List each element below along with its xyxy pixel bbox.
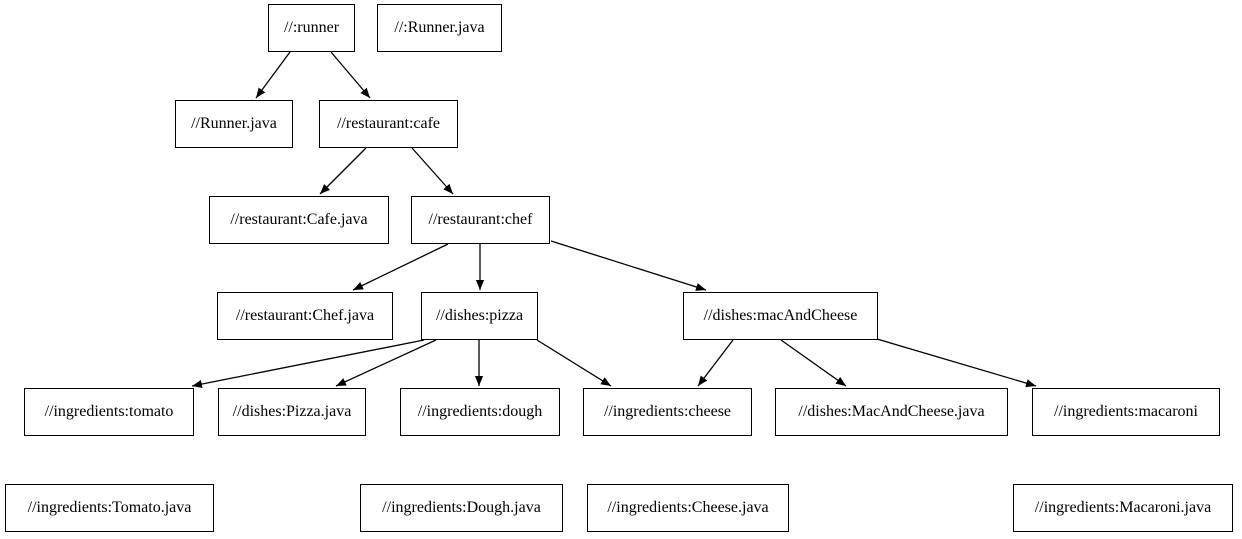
node-pizza: //dishes:pizza — [421, 292, 538, 340]
node-runner-java: //Runner.java — [175, 100, 293, 148]
node-label-dough: //ingredients:dough — [417, 403, 543, 420]
node-cafe: //restaurant:cafe — [319, 100, 458, 148]
node-label-tomato: //ingredients:tomato — [44, 403, 174, 420]
node-label-macaroni: //ingredients:macaroni — [1054, 403, 1198, 420]
node-dough-java: //ingredients:Dough.java — [360, 484, 563, 532]
node-label-runner-java: //Runner.java — [191, 115, 277, 132]
edge-runner-to-cafe — [330, 51, 371, 99]
node-tomato-java: //ingredients:Tomato.java — [5, 484, 214, 532]
edge-mac-and-cheese-to-mac-and-cheese-java — [780, 339, 847, 387]
node-label-mac-and-cheese-java: //dishes:MacAndCheese.java — [798, 403, 985, 420]
node-label-tomato-java: //ingredients:Tomato.java — [27, 499, 192, 516]
node-label-cheese: //ingredients:cheese — [603, 403, 732, 420]
node-pizza-java: //dishes:Pizza.java — [218, 388, 366, 436]
node-dough: //ingredients:dough — [400, 388, 560, 436]
node-label-cafe-java: //restaurant:Cafe.java — [230, 211, 368, 228]
node-label-pizza: //dishes:pizza — [435, 307, 524, 324]
edge-pizza-to-pizza-java — [335, 339, 437, 387]
edge-cafe-to-cafe-java — [319, 147, 367, 195]
edge-mac-and-cheese-to-cheese — [697, 339, 734, 387]
node-macaroni-java: //ingredients:Macaroni.java — [1013, 484, 1233, 532]
node-label-cheese-java: //ingredients:Cheese.java — [607, 499, 769, 516]
node-label-cafe: //restaurant:cafe — [336, 115, 441, 132]
edge-runner-to-runner-java — [255, 51, 291, 99]
node-cafe-java: //restaurant:Cafe.java — [209, 196, 389, 244]
edge-cafe-to-chef — [411, 147, 454, 195]
node-label-dough-java: //ingredients:Dough.java — [382, 499, 541, 516]
node-label-chef: //restaurant:chef — [428, 211, 533, 228]
node-runner-java-root: //:Runner.java — [377, 4, 502, 52]
edge-pizza-to-cheese — [536, 339, 612, 387]
edge-chef-to-mac-and-cheese — [550, 240, 707, 291]
edge-mac-and-cheese-to-macaroni — [876, 338, 1037, 388]
edge-chef-to-chef-java — [352, 243, 449, 291]
node-cheese: //ingredients:cheese — [583, 388, 752, 436]
node-chef-java: //restaurant:Chef.java — [217, 292, 393, 340]
node-label-runner-java-root: //:Runner.java — [394, 19, 485, 36]
node-mac-and-cheese-java: //dishes:MacAndCheese.java — [775, 388, 1008, 436]
node-chef: //restaurant:chef — [411, 196, 550, 244]
node-label-macaroni-java: //ingredients:Macaroni.java — [1034, 499, 1212, 516]
edges-group — [191, 51, 1037, 389]
node-mac-and-cheese: //dishes:macAndCheese — [683, 292, 878, 340]
node-macaroni: //ingredients:macaroni — [1032, 388, 1220, 436]
node-label-runner: //:runner — [283, 19, 340, 36]
node-tomato: //ingredients:tomato — [24, 388, 194, 436]
node-runner: //:runner — [268, 4, 355, 52]
node-cheese-java: //ingredients:Cheese.java — [587, 484, 789, 532]
node-label-pizza-java: //dishes:Pizza.java — [232, 403, 352, 420]
node-label-chef-java: //restaurant:Chef.java — [235, 307, 375, 324]
node-label-mac-and-cheese: //dishes:macAndCheese — [703, 307, 858, 324]
edge-pizza-to-tomato — [191, 339, 425, 389]
